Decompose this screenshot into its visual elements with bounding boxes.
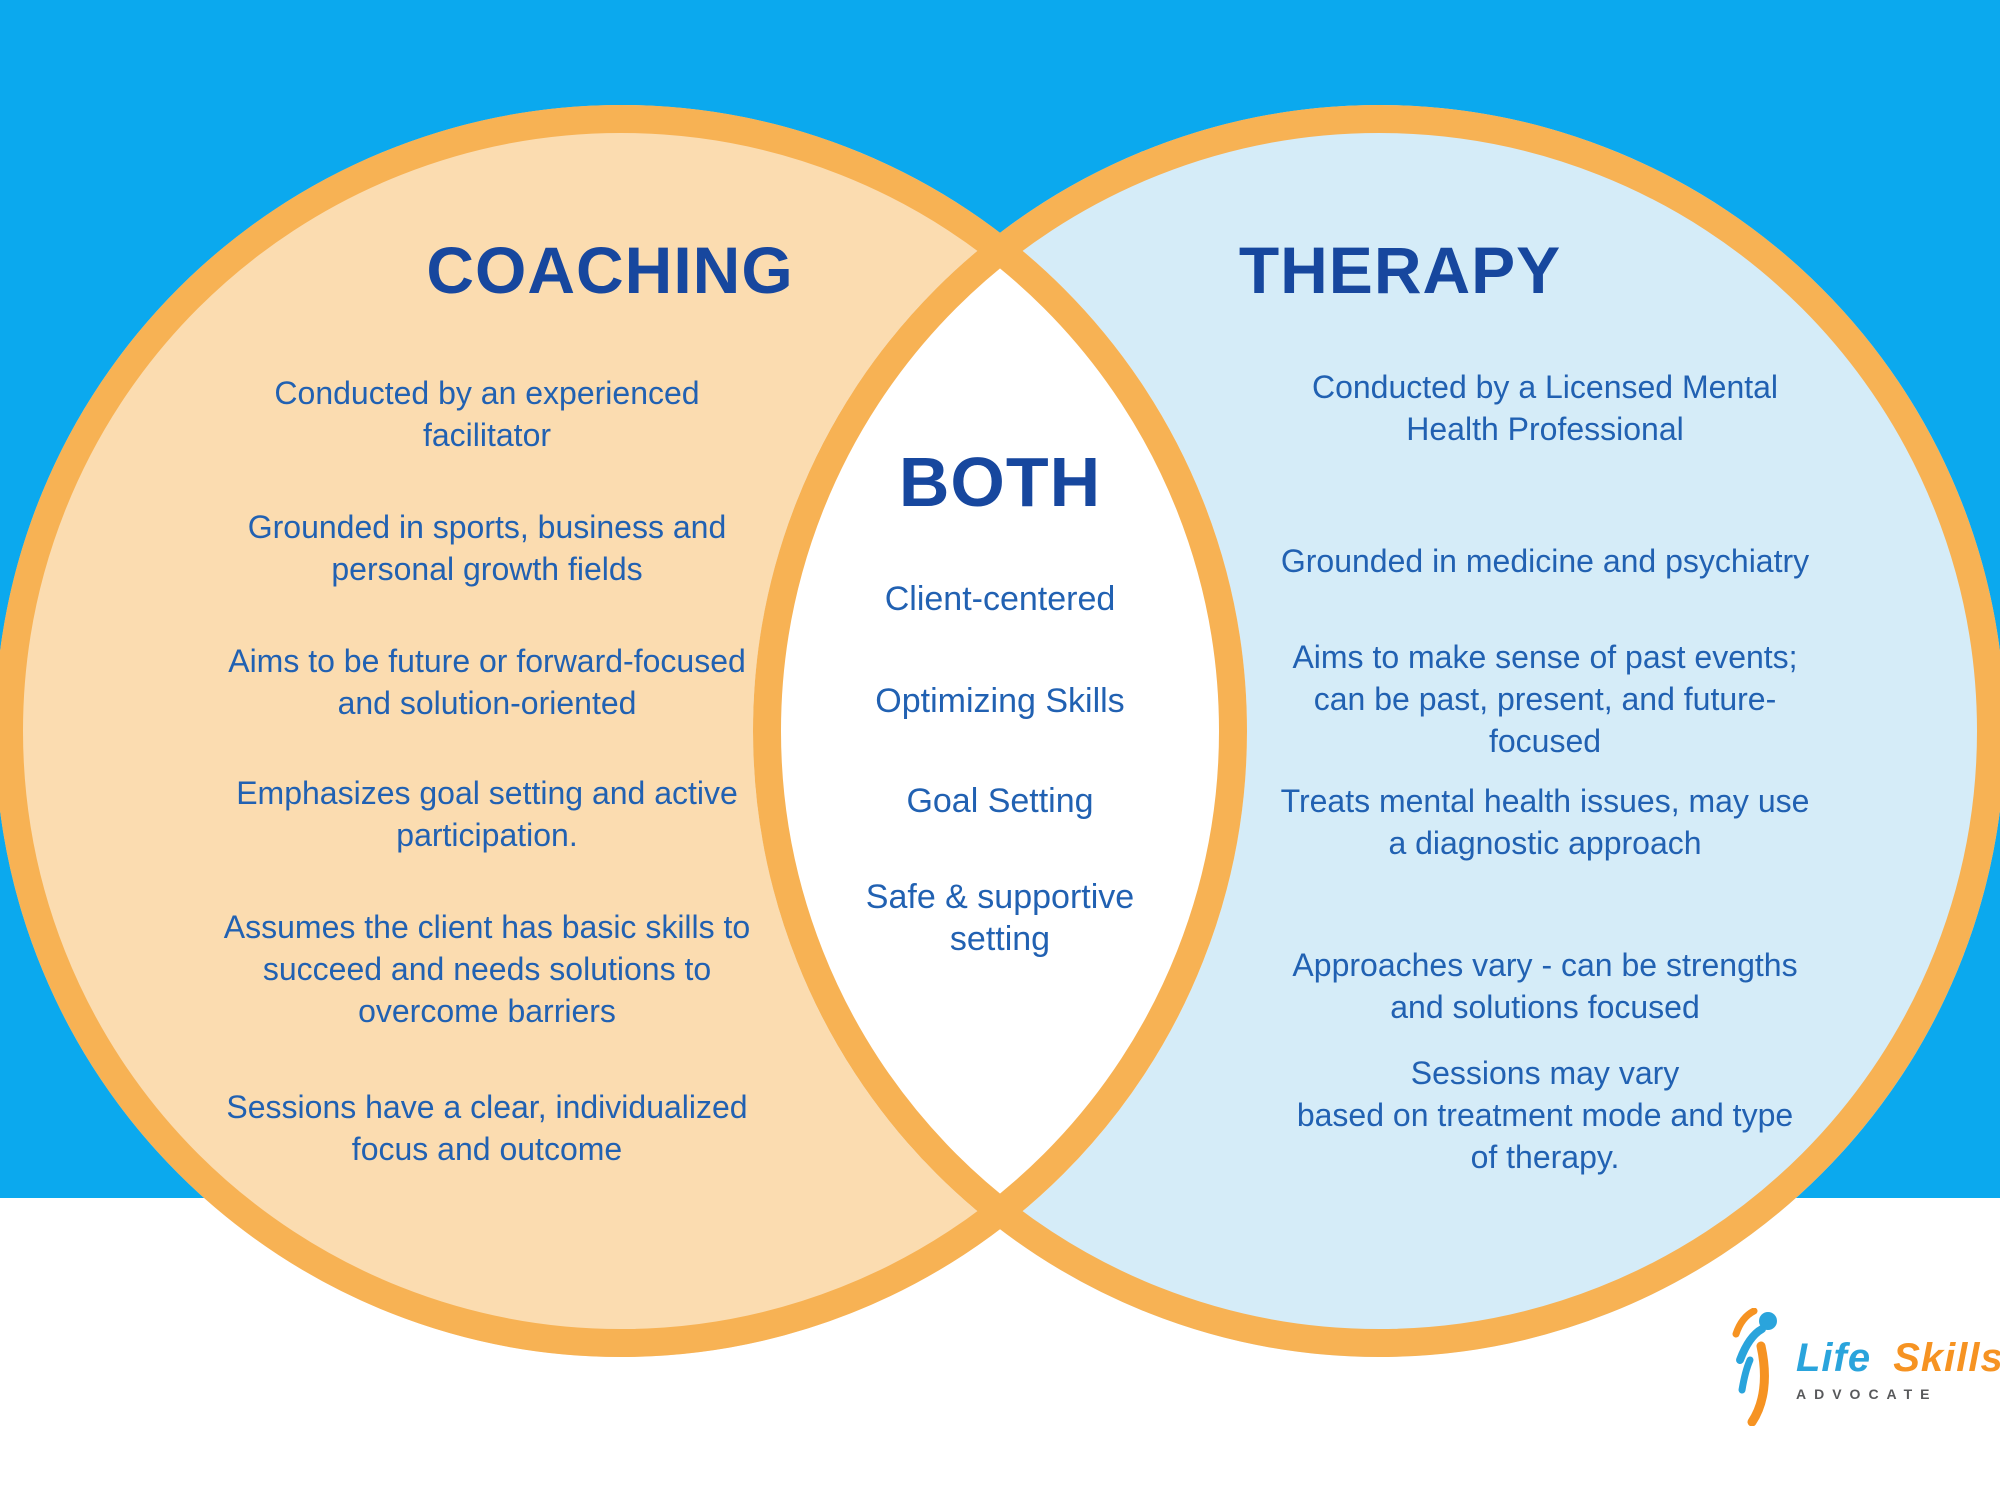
therapy-title: THERAPY xyxy=(1238,233,1562,307)
logo-subtitle: ADVOCATE xyxy=(1796,1386,1938,1402)
person-figure-icon xyxy=(1732,1308,1777,1426)
coaching-item-goal-setting: Emphasizes goal setting and active parti… xyxy=(236,775,738,853)
therapy-item-professional: Conducted by a Licensed Mental Health Pr… xyxy=(1311,369,1779,447)
therapy-item-diagnostic: Treats mental health issues, may use a d… xyxy=(1280,783,1810,861)
therapy-item-approaches: Approaches vary - can be strengths and s… xyxy=(1292,947,1798,1025)
coaching-title: COACHING xyxy=(426,233,794,307)
coaching-circle-ring xyxy=(0,105,1247,1357)
therapy-item-grounded: Grounded in medicine and psychiatry xyxy=(1280,543,1810,579)
logo-word-skills: Skills xyxy=(1893,1336,2000,1380)
both-item-optimizing-skills: Optimizing Skills xyxy=(875,682,1125,720)
coaching-item-facilitator: Conducted by an experienced facilitator xyxy=(274,375,700,453)
both-item-goal-setting: Goal Setting xyxy=(906,782,1094,820)
logo-brand-name: Life Skills xyxy=(1796,1336,2000,1380)
venn-intersection-fill xyxy=(753,105,1247,1357)
logo-text: Life Skills ADVOCATE xyxy=(1792,1308,2000,1402)
coaching-item-sessions: Sessions have a clear, individualized fo… xyxy=(226,1089,748,1167)
coaching-item-grounded: Grounded in sports, business and persona… xyxy=(247,509,727,587)
coaching-item-basic-skills: Assumes the client has basic skills to s… xyxy=(223,909,751,1029)
logo-word-life: Life xyxy=(1796,1336,1872,1380)
life-skills-advocate-logo: Life Skills ADVOCATE xyxy=(1726,1308,2000,1426)
therapy-item-sessions: Sessions may vary based on treatment mod… xyxy=(1296,1055,1794,1175)
both-item-client-centered: Client-centered xyxy=(884,580,1116,618)
therapy-circle-ring xyxy=(753,105,2000,1357)
coaching-item-future-focused: Aims to be future or forward-focused and… xyxy=(228,643,746,721)
both-title: BOTH xyxy=(898,443,1102,521)
both-item-safe-setting: Safe & supportive setting xyxy=(865,878,1135,958)
therapy-item-past-events: Aims to make sense of past events; can b… xyxy=(1292,639,1798,759)
